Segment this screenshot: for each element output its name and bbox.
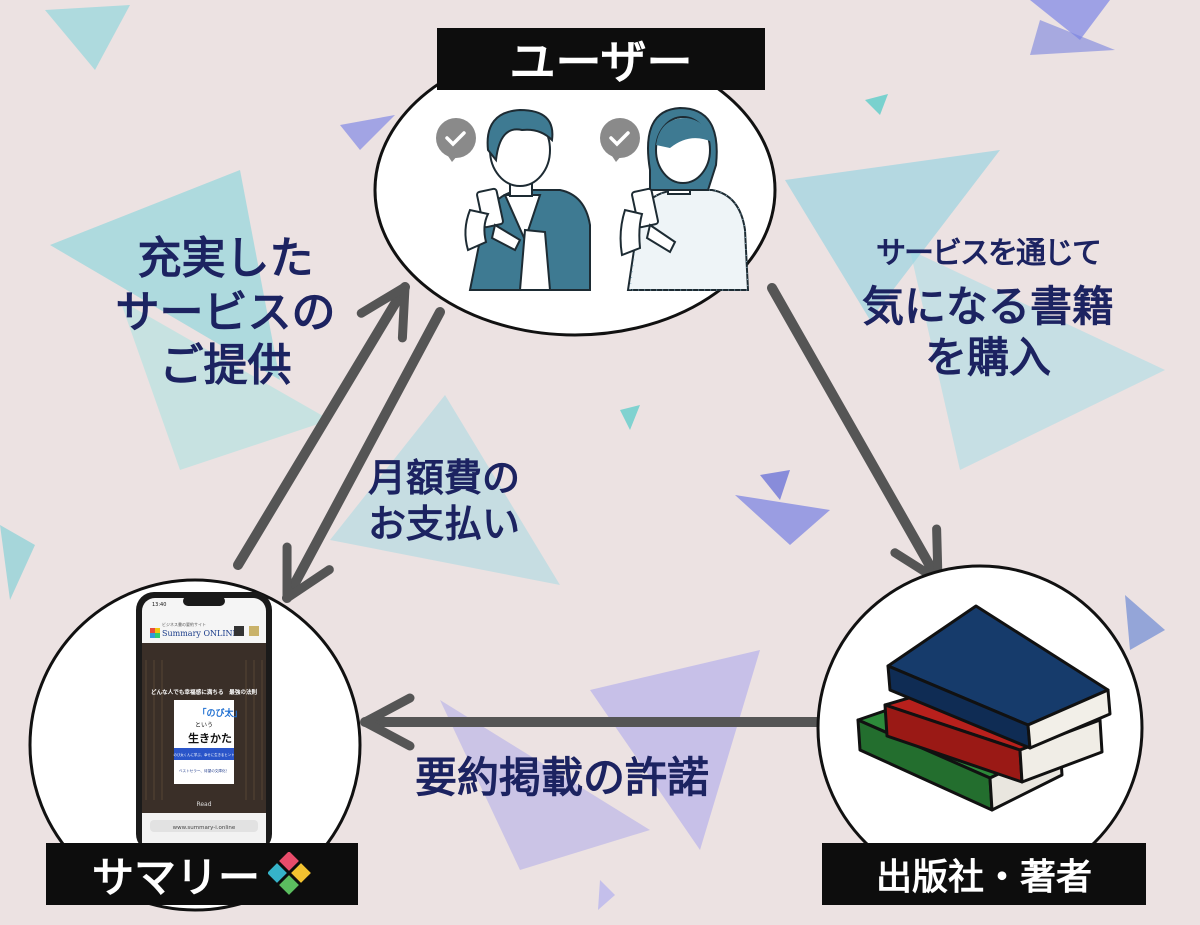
caption-line: お支払い	[368, 502, 521, 547]
puzzle-logo-icon	[267, 851, 312, 896]
arrow-summary-to-user	[233, 282, 410, 570]
summary-to-user-caption: 充実した サービスの ご提供	[88, 232, 363, 393]
summary-node: 13:40 ビジネス書の要約サイト Summary ONLINE どんな人でも幸…	[28, 578, 362, 912]
books-icon	[856, 604, 1112, 812]
caption-line: サービスを通じて	[876, 236, 1102, 271]
publisher-node	[816, 564, 1144, 892]
arrow-user-to-summary	[282, 307, 445, 603]
phone-book-title-1: 「のび太」	[197, 707, 242, 719]
phone-book-info-1: のび太くんに学ぶ、幸せに生きるヒント	[174, 752, 235, 757]
summary-label-text: サマリー	[91, 852, 260, 902]
caption-line: 月額費の	[368, 456, 521, 500]
background-decoration	[0, 0, 1165, 910]
user-to-summary-caption: 月額費の お支払い	[368, 455, 588, 548]
user-label: ユーザー	[437, 28, 765, 90]
caption-line: 気になる書籍	[861, 281, 1114, 331]
phone-book-title-2: という	[195, 722, 213, 729]
user-node	[373, 43, 777, 337]
flow-arrows	[233, 282, 943, 751]
check-bubble-icon	[436, 118, 476, 162]
puzzle-logo-icon	[150, 628, 160, 638]
check-bubble-icon	[600, 118, 640, 162]
phone-brand: Summary ONLINE	[162, 629, 238, 638]
caption-line: サービスの	[115, 286, 336, 338]
phone-address-bar: www.summary-i.online	[173, 825, 236, 831]
phone-brand-subtitle: ビジネス書の要約サイト	[162, 621, 206, 627]
phone-book-title-3: 生きかた	[188, 731, 232, 745]
caption-line: 充実した	[137, 233, 314, 284]
caption-line: を購入	[924, 332, 1051, 382]
man-with-phone-illustration	[464, 108, 591, 291]
phone-book-headline: どんな人でも幸福感に満ちる 最強の法則	[151, 688, 258, 696]
woman-with-phone-illustration	[619, 106, 750, 291]
summary-label: サマリー	[46, 843, 358, 905]
phone-read-label: Read	[196, 801, 211, 808]
phone-book-info-2: ベストセラー、待望の文庫化！	[179, 768, 229, 773]
user-to-publisher-caption: サービスを通じて 気になる書籍 を購入	[818, 236, 1158, 383]
publisher-label: 出版社・著者	[822, 843, 1146, 905]
caption-line: 要約掲載の許諾	[415, 753, 710, 802]
arrow-user-to-publisher	[767, 283, 943, 585]
publisher-to-summary-caption: 要約掲載の許諾	[415, 752, 775, 803]
phone-status-time: 13:40	[152, 602, 166, 608]
phone-icon: 13:40 ビジネス書の要約サイト Summary ONLINE どんな人でも幸…	[136, 592, 272, 852]
caption-line: ご提供	[159, 340, 292, 392]
